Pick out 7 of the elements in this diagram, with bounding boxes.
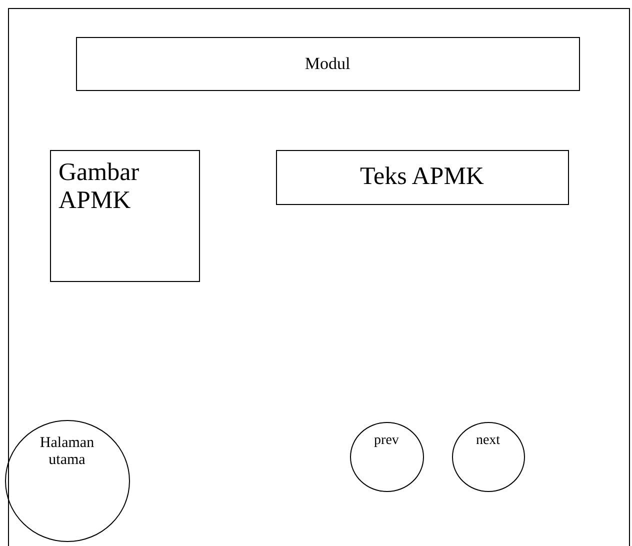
- image-box: Gambar APMK: [50, 150, 200, 282]
- home-button: Halaman utama: [4, 420, 130, 542]
- title-box: Modul: [76, 36, 580, 90]
- text-box: Teks APMK: [276, 150, 568, 204]
- prev-button: prev: [350, 422, 424, 492]
- next-button: next: [452, 422, 524, 492]
- screen-frame: [8, 8, 630, 546]
